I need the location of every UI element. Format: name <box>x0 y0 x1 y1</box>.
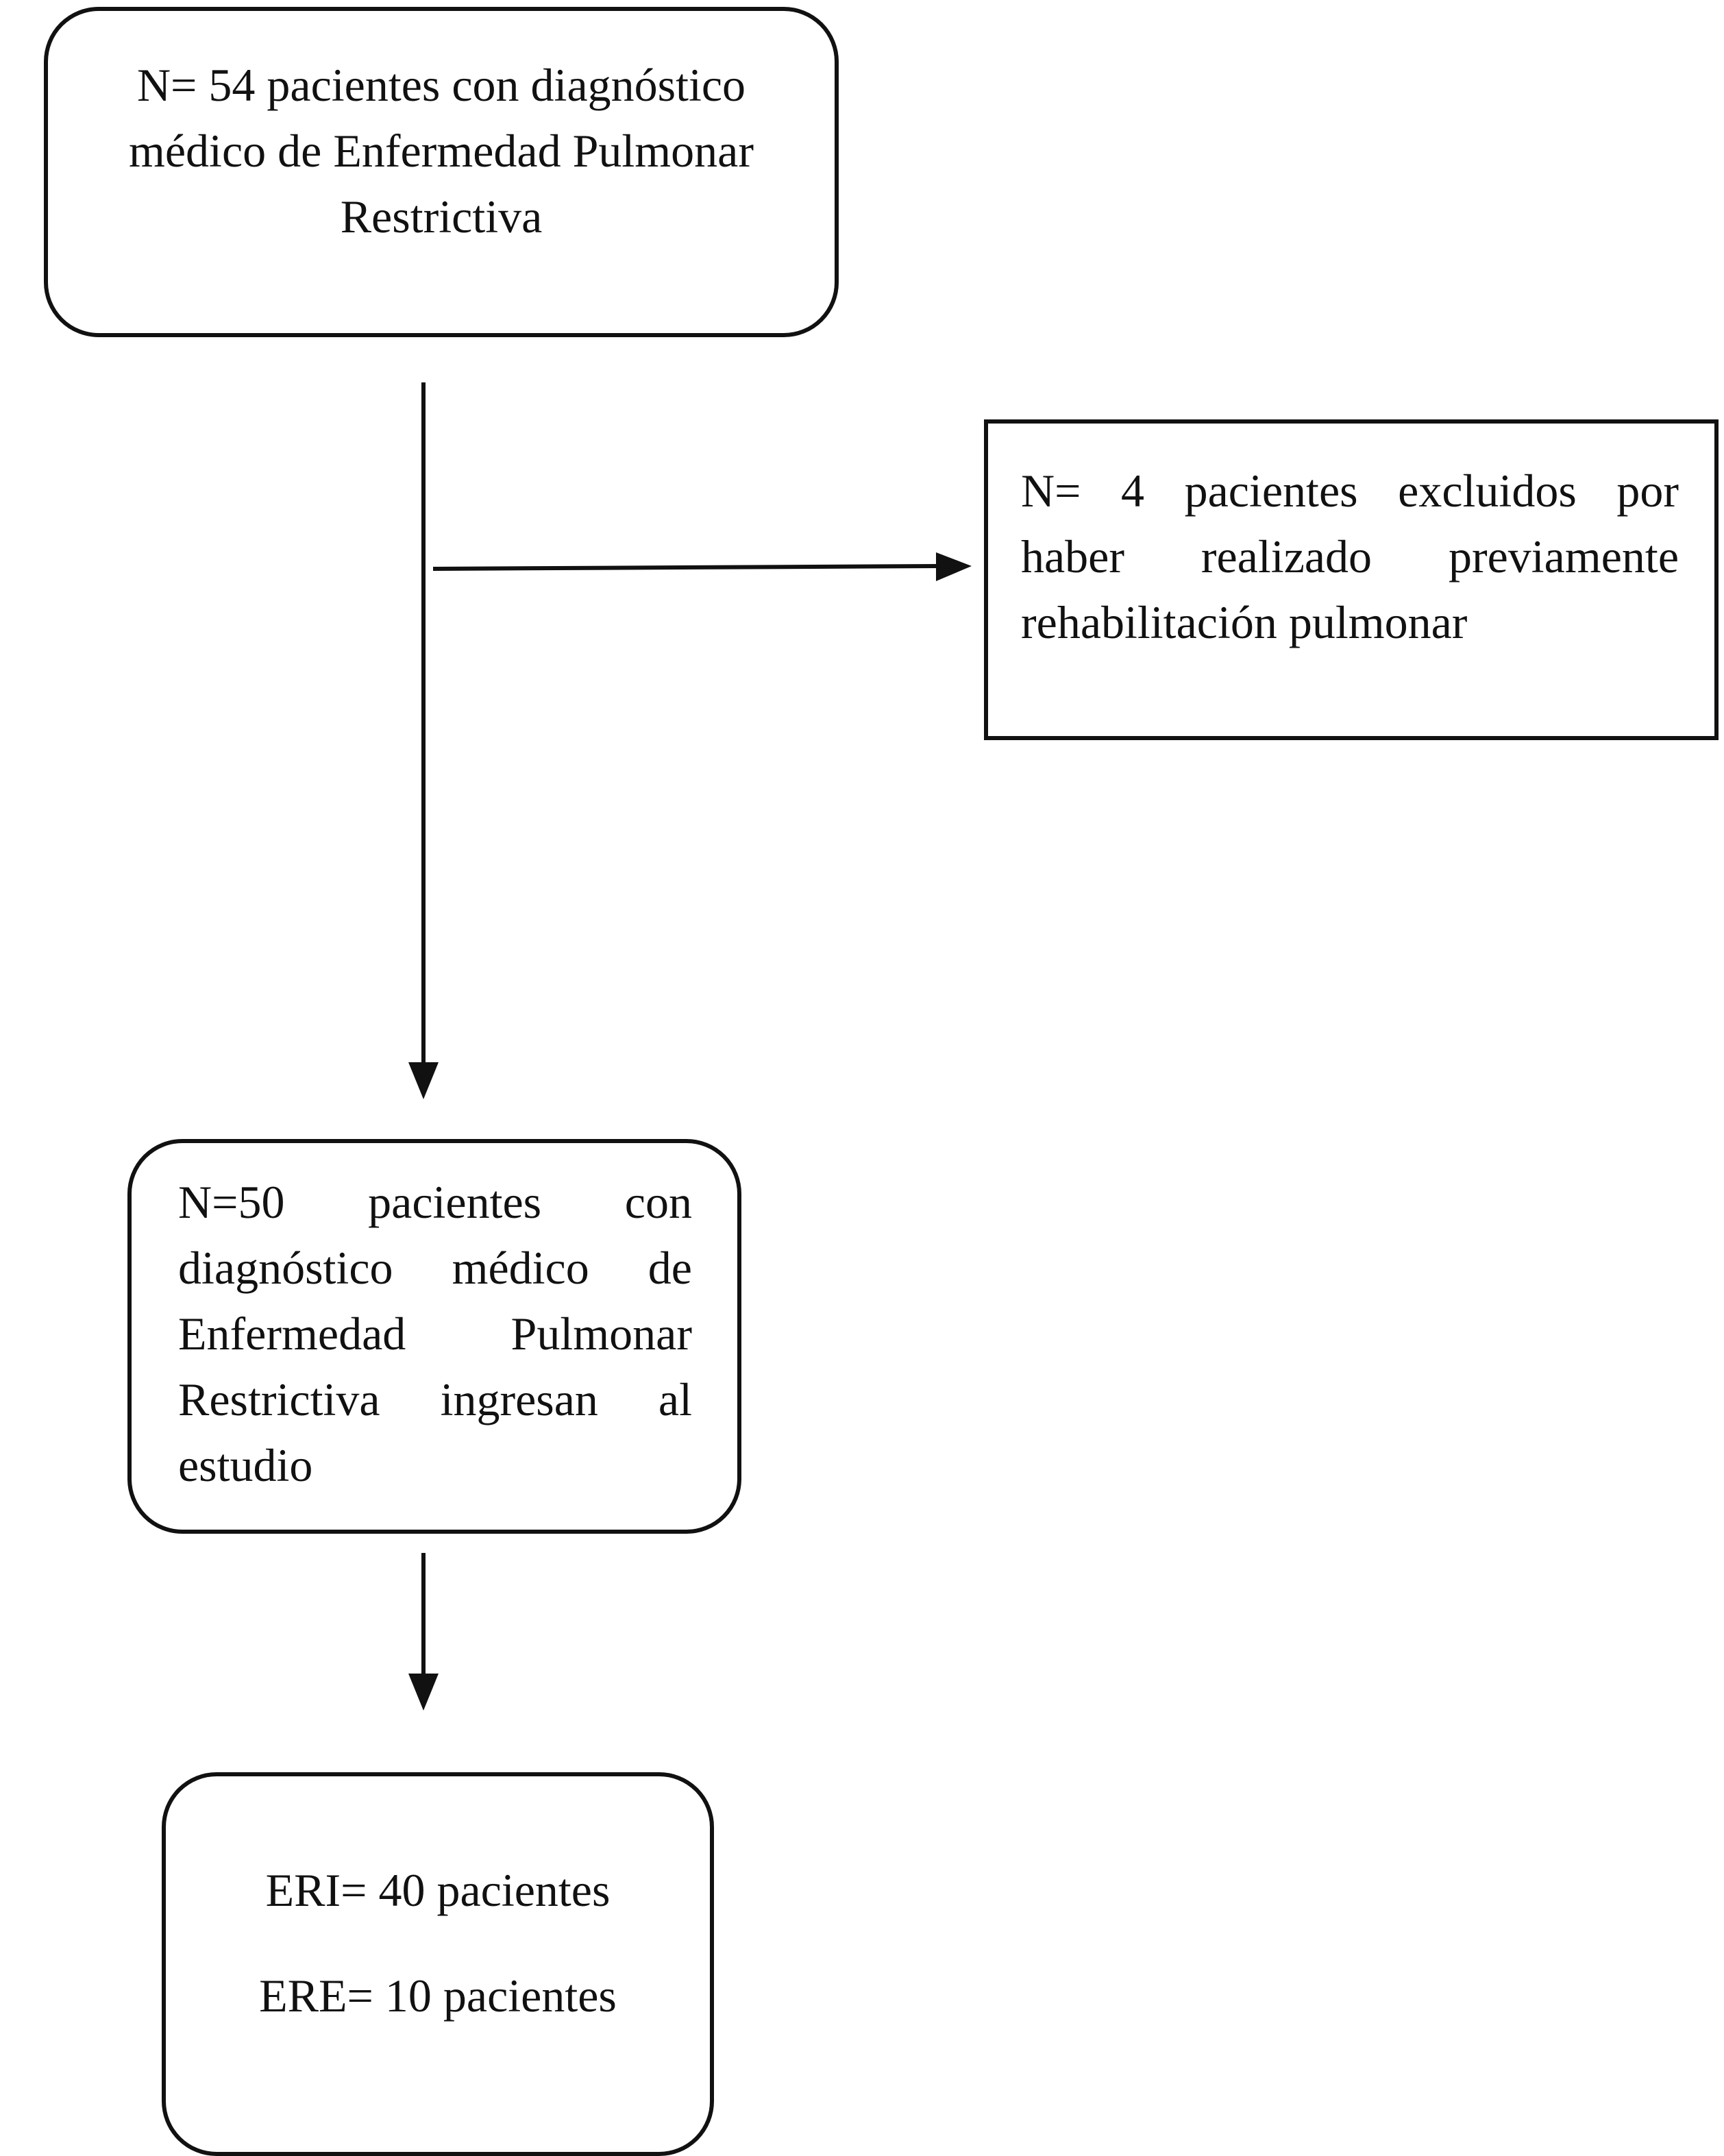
initial-line-2: médico de Enfermedad Pulmonar <box>128 125 754 177</box>
initial-line-1: N= 54 pacientes con diagnóstico <box>136 59 746 111</box>
ere-group-text: ERE= 10 pacientes <box>259 1970 617 2022</box>
initial-line-3: Restrictiva <box>340 191 543 243</box>
included-patients-text: N=50 pacientes con diagnóstico médico de… <box>178 1169 692 1498</box>
initial-population-text: N= 54 pacientes con diagnóstico médico d… <box>51 52 832 249</box>
included-patients-box <box>127 1139 741 1534</box>
included-line-3: Enfermedad Pulmonar <box>178 1308 692 1360</box>
exclusion-branch-connector <box>432 564 938 571</box>
excluded-line-1: N= 4 pacientes excluidos por <box>1021 465 1679 517</box>
study-groups-box <box>162 1772 714 2156</box>
initial-population-box <box>44 7 839 337</box>
arrow-head-right <box>936 552 972 581</box>
included-line-1: N=50 pacientes con <box>178 1176 692 1228</box>
excluded-line-3: rehabilitación pulmonar <box>1021 596 1468 648</box>
included-line-5: estudio <box>178 1439 313 1491</box>
excluded-line-2: haber realizado previamente <box>1021 530 1679 583</box>
excluded-patients-text: N= 4 pacientes excluidos por haber reali… <box>1021 458 1679 655</box>
arrow-head-down-2 <box>408 1674 439 1711</box>
excluded-patients-box <box>984 419 1719 740</box>
eri-group-text: ERI= 40 pacientes <box>265 1864 611 1916</box>
included-line-2: diagnóstico médico de <box>178 1242 692 1294</box>
arrow-head-down-1 <box>408 1062 439 1099</box>
included-line-4: Restrictiva ingresan al <box>178 1373 692 1425</box>
